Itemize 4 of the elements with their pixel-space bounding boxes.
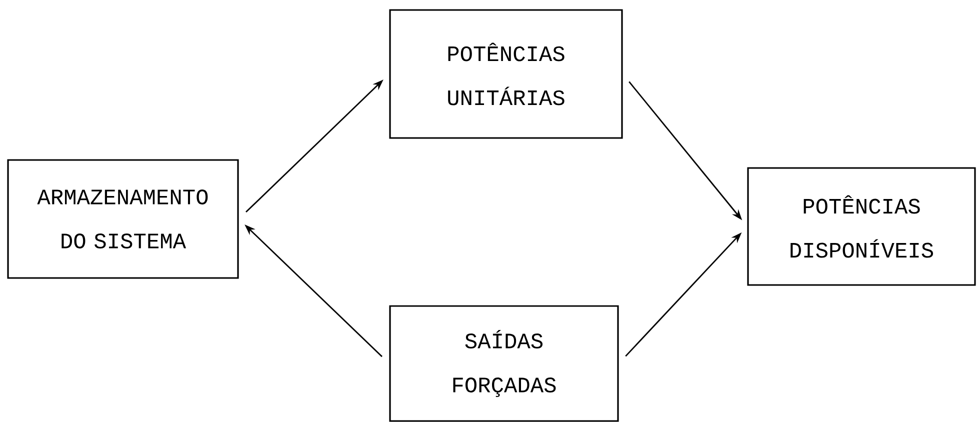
process-box: POTÊNCIAS DISPONÍVEIS xyxy=(747,167,976,286)
process-box: ARMAZENAMENTO DO SISTEMA xyxy=(7,159,239,279)
process-box: POTÊNCIAS UNITÁRIAS xyxy=(389,9,623,139)
process-box: SAÍDAS FORÇADAS xyxy=(389,305,619,422)
